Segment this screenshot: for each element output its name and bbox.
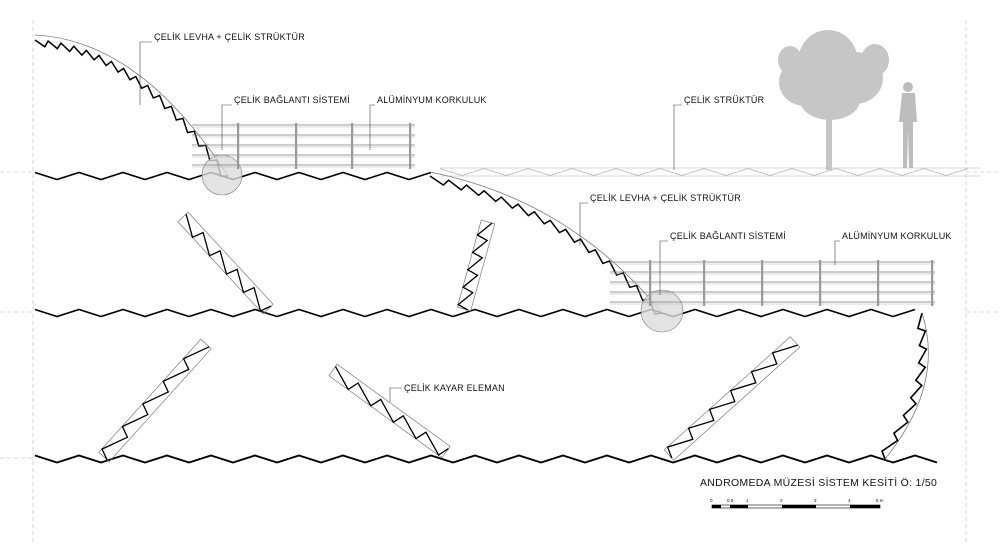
upper-railing-post	[409, 123, 412, 169]
right-plate-guide	[884, 312, 929, 460]
upper-railing-post	[295, 123, 298, 169]
label-right-structure: ÇELİK STRÜKTÜR	[684, 95, 765, 105]
label-upper-railing: ALÜMİNYUM KORKULUK	[377, 95, 487, 105]
slider-upper-mid	[457, 222, 493, 311]
scale-bar: 0 0.5 1 2 3 4 5 m	[710, 498, 884, 509]
upper-connection-circle	[201, 154, 243, 196]
label-sliding-element: ÇELİK KAYAR ELEMAN	[404, 383, 505, 393]
slider-lower-mid-outline	[328, 363, 451, 459]
scale-tick-0-5: 0.5	[727, 498, 734, 503]
section-geometry	[34, 34, 980, 464]
scale-tick-1: 1	[746, 498, 749, 503]
slider-lower-right-outline	[663, 336, 801, 461]
person-silhouette	[899, 82, 917, 168]
slider-lower-mid	[334, 366, 449, 456]
middle-connection-circle	[640, 289, 684, 333]
right-plate	[881, 312, 928, 460]
scale-tick-0: 0	[710, 498, 713, 503]
slider-upper-left-outline	[177, 211, 274, 315]
scale-tick-2: 2	[780, 498, 783, 503]
drawing-title: ANDROMEDA MÜZESİ SİSTEM KESİTİ Ö: 1/50	[700, 476, 937, 489]
floor-upper-right	[439, 168, 969, 176]
floor-lower	[34, 454, 938, 464]
middle-railing-post	[649, 260, 652, 306]
slider-upper-mid-outline	[456, 219, 496, 312]
slider-upper-left	[185, 213, 272, 312]
label-middle-connection: ÇELİK BAĞLANTI SİSTEMİ	[670, 231, 786, 241]
scale-tick-4: 4	[848, 498, 851, 503]
middle-railing-post	[931, 260, 934, 306]
middle-railing-post	[761, 260, 764, 306]
middle-plate	[429, 175, 663, 315]
scale-tick-3: 3	[814, 498, 817, 503]
label-middle-plate: ÇELİK LEVHA + ÇELİK STRÜKTÜR	[590, 193, 741, 203]
middle-railing-post	[877, 260, 880, 306]
upper-railing-post	[351, 123, 354, 169]
label-upper-plate: ÇELİK LEVHA + ÇELİK STRÜKTÜR	[154, 32, 305, 42]
middle-railing-post	[819, 260, 822, 306]
frame-lines	[0, 20, 1000, 545]
upper-railing-post	[237, 123, 240, 169]
slider-lower-left-outline	[98, 338, 212, 463]
slider-lower-left	[101, 346, 210, 461]
label-middle-railing: ALÜMİNYUM KORKULUK	[842, 231, 952, 241]
middle-railing-post	[703, 260, 706, 306]
floor-middle	[34, 308, 916, 318]
scale-tick-5: 5 m	[876, 498, 884, 503]
upper-plate-guide	[34, 34, 229, 177]
label-upper-connection: ÇELİK BAĞLANTI SİSTEMİ	[234, 95, 350, 105]
slider-lower-right	[666, 344, 798, 459]
tree-silhouette	[778, 30, 889, 170]
middle-plate-guide	[429, 171, 663, 314]
leader-lines	[139, 41, 840, 402]
upper-plate	[34, 39, 229, 177]
